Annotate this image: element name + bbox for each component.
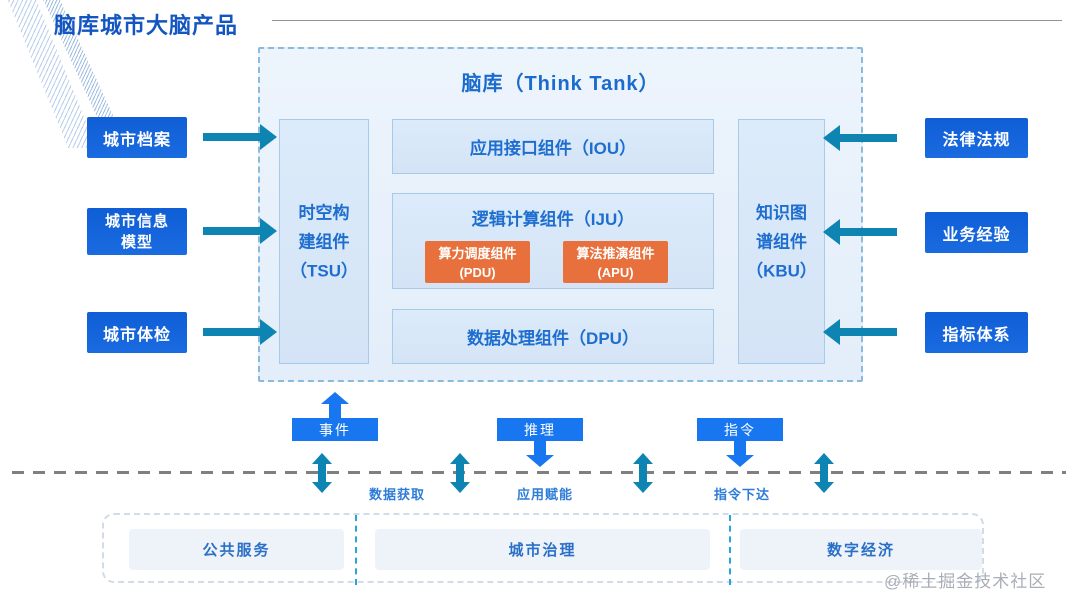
iou-component-box: 应用接口组件（IOU） [392,119,714,174]
iju-component-box: 逻辑计算组件（IJU） 算力调度组件 (PDU) 算法推演组件 (APU) [392,193,714,289]
domain-city-governance: 城市治理 [375,529,710,570]
arrow-down-icon [526,441,554,467]
flow-label-inference: 推理 [497,418,583,441]
domain-separator [355,515,357,585]
dpu-component-box: 数据处理组件（DPU） [392,309,714,364]
arrow-up-icon [321,392,349,418]
kbu-label: 知识图 谱组件 （KBU） [746,203,817,280]
double-arrow-icon [811,453,837,493]
boundary-dashed-line [12,471,1066,474]
dpu-label: 数据处理组件（DPU） [467,329,639,348]
pdu-subcomponent-box: 算力调度组件 (PDU) [425,241,530,283]
input-laws-regulations: 法律法规 [925,118,1028,158]
input-business-experience: 业务经验 [925,212,1028,253]
double-arrow-icon [309,453,335,493]
domain-separator [729,515,731,585]
flow-label-command: 指令 [697,418,783,441]
arrow-right-icon [203,218,277,244]
input-city-archives: 城市档案 [87,117,187,158]
domain-public-service: 公共服务 [129,529,344,570]
kbu-component-box: 知识图 谱组件 （KBU） [738,119,825,364]
double-arrow-icon [630,453,656,493]
arrow-left-icon [823,125,897,151]
apu-code: (APU) [597,265,634,280]
exchange-label-command-delivery: 指令下达 [713,487,771,502]
think-tank-container: 脑库（Think Tank） 时空构 建组件 （TSU） 应用接口组件（IOU）… [258,47,863,382]
iju-label: 逻辑计算组件（IJU） [471,210,635,229]
iou-label: 应用接口组件（IOU） [469,139,637,158]
arrow-right-icon [203,124,277,150]
double-arrow-icon [447,453,473,493]
page-title: 脑库城市大脑产品 [54,13,239,38]
domain-digital-economy: 数字经济 [740,529,982,570]
input-indicator-system: 指标体系 [925,312,1028,353]
arrow-right-icon [203,319,277,345]
watermark: @稀土掘金技术社区 [884,572,1047,591]
exchange-label-data-acquisition: 数据获取 [368,487,426,502]
apu-subcomponent-box: 算法推演组件 (APU) [563,241,668,283]
arrow-left-icon [823,319,897,345]
input-city-information-model: 城市信息模型 [87,208,187,255]
pdu-code: (PDU) [459,265,496,280]
tsu-label: 时空构 建组件 （TSU） [290,203,358,280]
input-city-checkup: 城市体检 [87,312,187,353]
flow-label-event: 事件 [292,418,378,441]
application-domains-container: 公共服务 城市治理 数字经济 [102,513,984,585]
arrow-left-icon [823,219,897,245]
exchange-label-application-empowerment: 应用赋能 [516,487,574,502]
tsu-component-box: 时空构 建组件 （TSU） [279,119,369,364]
apu-name: 算法推演组件 [576,246,655,261]
arrow-down-icon [726,441,754,467]
think-tank-title: 脑库（Think Tank） [461,73,660,95]
header-divider [272,20,1062,21]
pdu-name: 算力调度组件 [438,246,517,261]
